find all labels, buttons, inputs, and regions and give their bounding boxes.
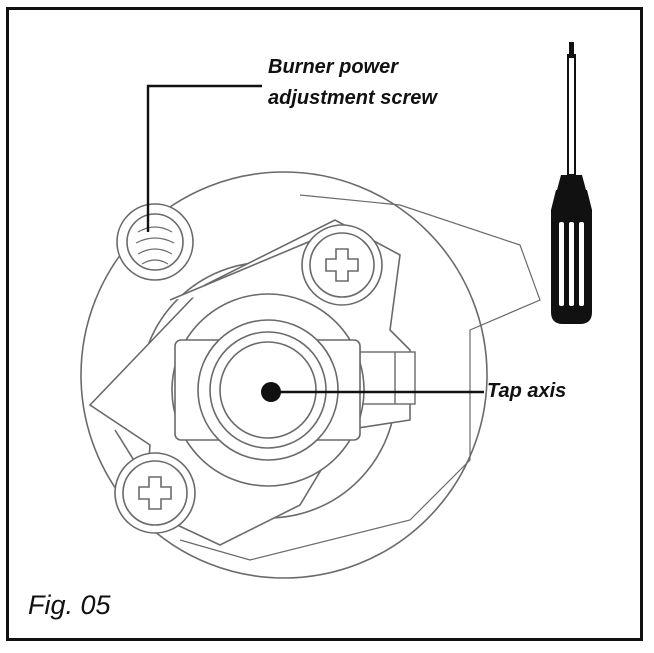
screwdriver-icon bbox=[551, 42, 592, 324]
phillips-screw-icon bbox=[114, 452, 196, 534]
figure-caption: Fig. 05 bbox=[28, 590, 111, 620]
figure-frame bbox=[6, 7, 643, 641]
tap-body-outline bbox=[80, 171, 488, 579]
screw-label-line-1: Burner power bbox=[268, 56, 399, 78]
screw-leader-line bbox=[146, 84, 262, 232]
tap-axis-label: Tap axis bbox=[487, 380, 567, 402]
screw-label-line-2: adjustment screw bbox=[268, 87, 437, 109]
adjustment-screw-icon bbox=[116, 203, 194, 281]
tap-flange bbox=[179, 194, 541, 561]
phillips-screw-icon bbox=[301, 224, 383, 306]
